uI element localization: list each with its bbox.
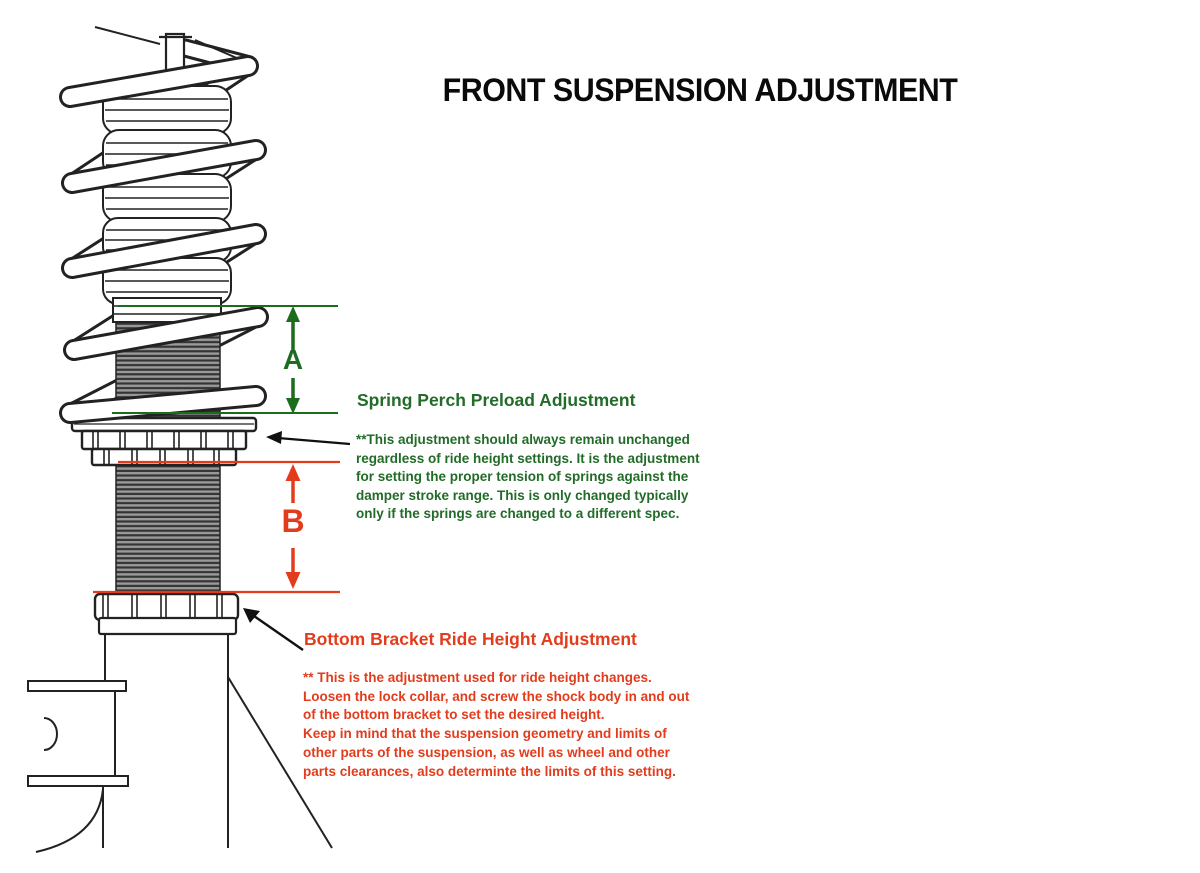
- dimension-b-lines: [93, 460, 340, 594]
- dust-boot-bellows: [102, 85, 232, 323]
- bottom-bracket: [27, 592, 333, 853]
- spring-front-strands: [59, 55, 269, 424]
- callout-arrow-spring-perch: [266, 431, 351, 446]
- dimension-a-lines: [112, 305, 338, 414]
- dimension-a-label: A: [282, 344, 304, 375]
- dimension-b-label: B: [281, 503, 305, 539]
- spring-perch-collars: [70, 416, 258, 467]
- page-title: FRONT SUSPENSION ADJUSTMENT: [442, 72, 958, 108]
- callout-arrow-bottom-bracket: [243, 608, 304, 651]
- bottom-bracket-heading: Bottom Bracket Ride Height Adjustment: [304, 629, 637, 649]
- spring-perch-heading: Spring Perch Preload Adjustment: [357, 390, 636, 410]
- spring-perch-description: **This adjustment should always remain u…: [356, 432, 700, 522]
- bottom-bracket-description: ** This is the adjustment used for ride …: [303, 670, 690, 779]
